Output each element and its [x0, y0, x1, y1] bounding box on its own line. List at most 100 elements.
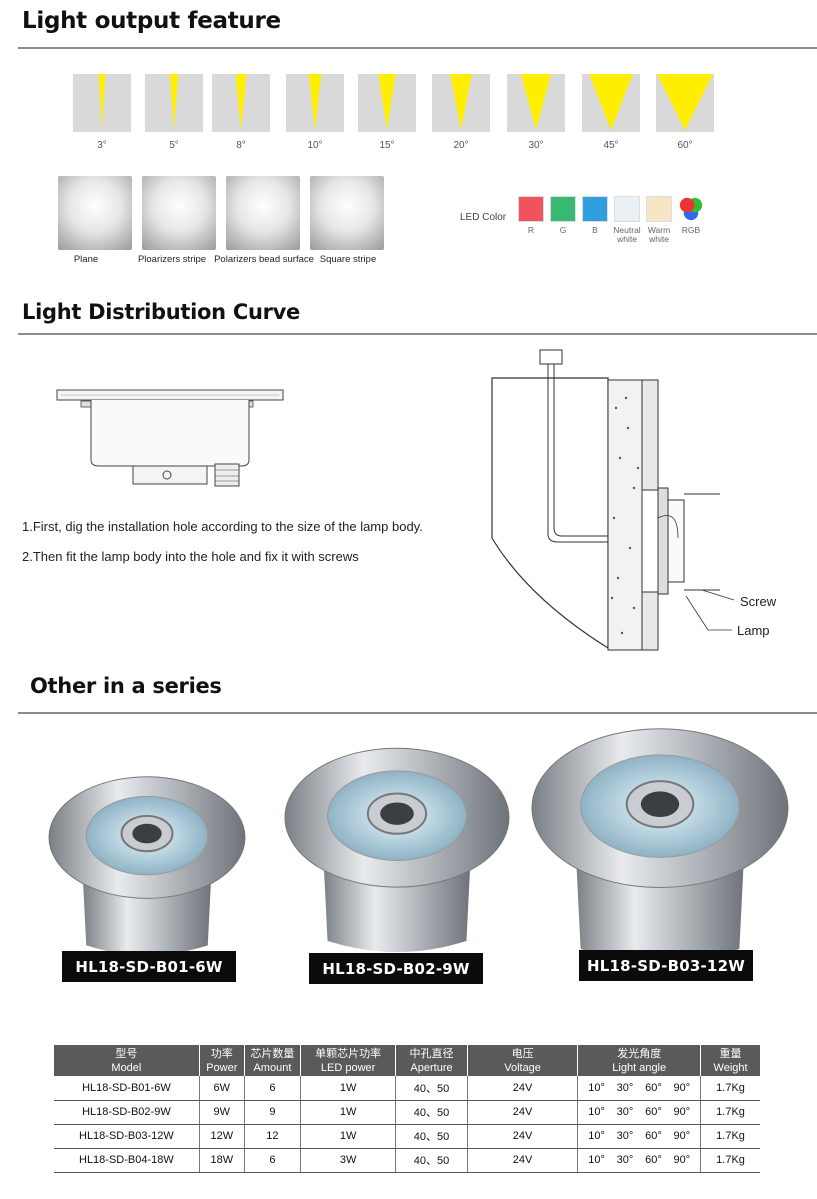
beam-angle-tile — [432, 74, 490, 132]
led-color-title: LED Color — [460, 212, 507, 223]
header-cn: 重量 — [719, 1047, 742, 1060]
header-cn: 中孔直径 — [409, 1047, 454, 1060]
table-cell-led: 1W — [300, 1100, 397, 1125]
table-cell-voltage: 24V — [467, 1124, 579, 1149]
header-en: LED power — [320, 1061, 376, 1074]
light-angle-value: 10° — [588, 1081, 605, 1094]
light-angle-value: 10° — [588, 1106, 605, 1118]
section-title-series: Other in a series — [30, 674, 222, 698]
lens-label: Ploarizers stripe — [137, 254, 207, 265]
lens-photo — [58, 176, 132, 250]
table-cell-amount: 9 — [244, 1100, 302, 1125]
header-cn: 功率 — [210, 1047, 233, 1060]
table-cell-model: HL18-SD-B04-18W — [54, 1148, 200, 1173]
header-en: Aperture — [410, 1061, 453, 1074]
header-cn: 单颗芯片功率 — [315, 1047, 382, 1060]
table-cell-amount: 6 — [244, 1148, 302, 1173]
table-cell-aperture: 40、50 — [395, 1148, 468, 1173]
led-color-label: Warm white — [647, 225, 671, 244]
beam-angle-label: 15° — [379, 140, 395, 151]
lamp-label: Lamp — [737, 623, 770, 638]
table-cell-weight: 1.7Kg — [700, 1124, 760, 1149]
section-title-distribution: Light Distribution Curve — [22, 300, 300, 324]
light-angle-value: 10° — [588, 1130, 605, 1142]
led-color-label: Neutral white — [613, 225, 641, 244]
table-cell-angles: 10°30°60°90° — [577, 1124, 702, 1149]
led-color-label: G — [559, 225, 567, 235]
table-cell-angles: 10°30°60°90° — [577, 1148, 702, 1173]
table-cell-voltage: 24V — [467, 1148, 579, 1173]
table-cell-aperture: 40、50 — [395, 1100, 468, 1125]
beam-angle-label: 60° — [677, 140, 693, 151]
install-step-2: 2.Then fit the lamp body into the hole a… — [22, 549, 359, 564]
table-cell-model: HL18-SD-B01-6W — [54, 1076, 200, 1101]
table-cell-aperture: 40、50 — [395, 1124, 468, 1149]
table-cell-amount: 6 — [244, 1076, 302, 1101]
led-color-swatch — [646, 196, 672, 222]
table-cell-model: HL18-SD-B02-9W — [54, 1100, 200, 1125]
lens-label: Square stripe — [319, 254, 377, 265]
light-angle-value: 60° — [645, 1081, 662, 1094]
led-color-swatch — [550, 196, 576, 222]
light-angle-value: 30° — [616, 1154, 634, 1166]
section-rule — [18, 712, 817, 714]
lens-photo — [226, 176, 300, 250]
table-cell-voltage: 24V — [467, 1100, 579, 1125]
table-cell-weight: 1.7Kg — [700, 1148, 760, 1173]
light-angle-list: 10° 30° 60° 90° — [578, 1082, 700, 1094]
lamp-side-drawing — [56, 389, 284, 487]
product-photo — [48, 775, 246, 955]
header-en: Model — [111, 1061, 142, 1074]
section-rule — [18, 47, 817, 49]
light-angle-value: 30° — [616, 1081, 634, 1094]
beam-angle-label: 8° — [236, 140, 246, 151]
product-photo — [284, 747, 510, 952]
header-en: Light angle — [612, 1061, 667, 1074]
product-caption: HL18-SD-B01-6W — [62, 951, 236, 982]
led-color-swatch — [678, 196, 704, 222]
beam-angle-label: 5° — [169, 140, 179, 151]
lens-photo — [310, 176, 384, 250]
light-angle-value: 60° — [645, 1106, 662, 1118]
light-angle-value: 90° — [673, 1081, 691, 1094]
light-angle-list: 10°30°60°90° — [578, 1154, 700, 1166]
led-color-swatch — [582, 196, 608, 222]
beam-angle-tile — [73, 74, 131, 132]
light-angle-value: 90° — [673, 1106, 691, 1118]
table-cell-angles: 10° 30° 60° 90° — [577, 1100, 702, 1125]
header-en: Weight — [713, 1061, 748, 1074]
product-caption: HL18-SD-B02-9W — [309, 953, 483, 984]
beam-angle-tile — [507, 74, 565, 132]
light-angle-value: 30° — [616, 1106, 634, 1118]
beam-angle-tile — [286, 74, 344, 132]
led-color-label: B — [592, 225, 598, 235]
light-angle-value: 30° — [616, 1130, 634, 1142]
header-en: Amount — [253, 1061, 292, 1074]
led-color-swatch — [518, 196, 544, 222]
beam-angle-label: 45° — [603, 140, 619, 151]
section-title-light-output: Light output feature — [22, 8, 281, 34]
screw-label: Screw — [740, 594, 777, 609]
beam-angle-tile — [358, 74, 416, 132]
beam-angle-label: 20° — [453, 140, 469, 151]
header-cn: 电压 — [511, 1047, 534, 1060]
led-color-label: RGB — [681, 225, 701, 235]
light-angle-value: 60° — [645, 1154, 662, 1166]
table-cell-angles: 10° 30° 60° 90° — [577, 1076, 702, 1101]
lens-photo — [142, 176, 216, 250]
header-cn: 发光角度 — [617, 1047, 662, 1060]
table-cell-amount: 12 — [244, 1124, 302, 1149]
lens-label: Plane — [73, 254, 99, 265]
light-angle-list: 10°30°60°90° — [578, 1130, 700, 1142]
lens-label: Polarizers bead surface — [214, 254, 314, 265]
led-color-swatch — [614, 196, 640, 222]
